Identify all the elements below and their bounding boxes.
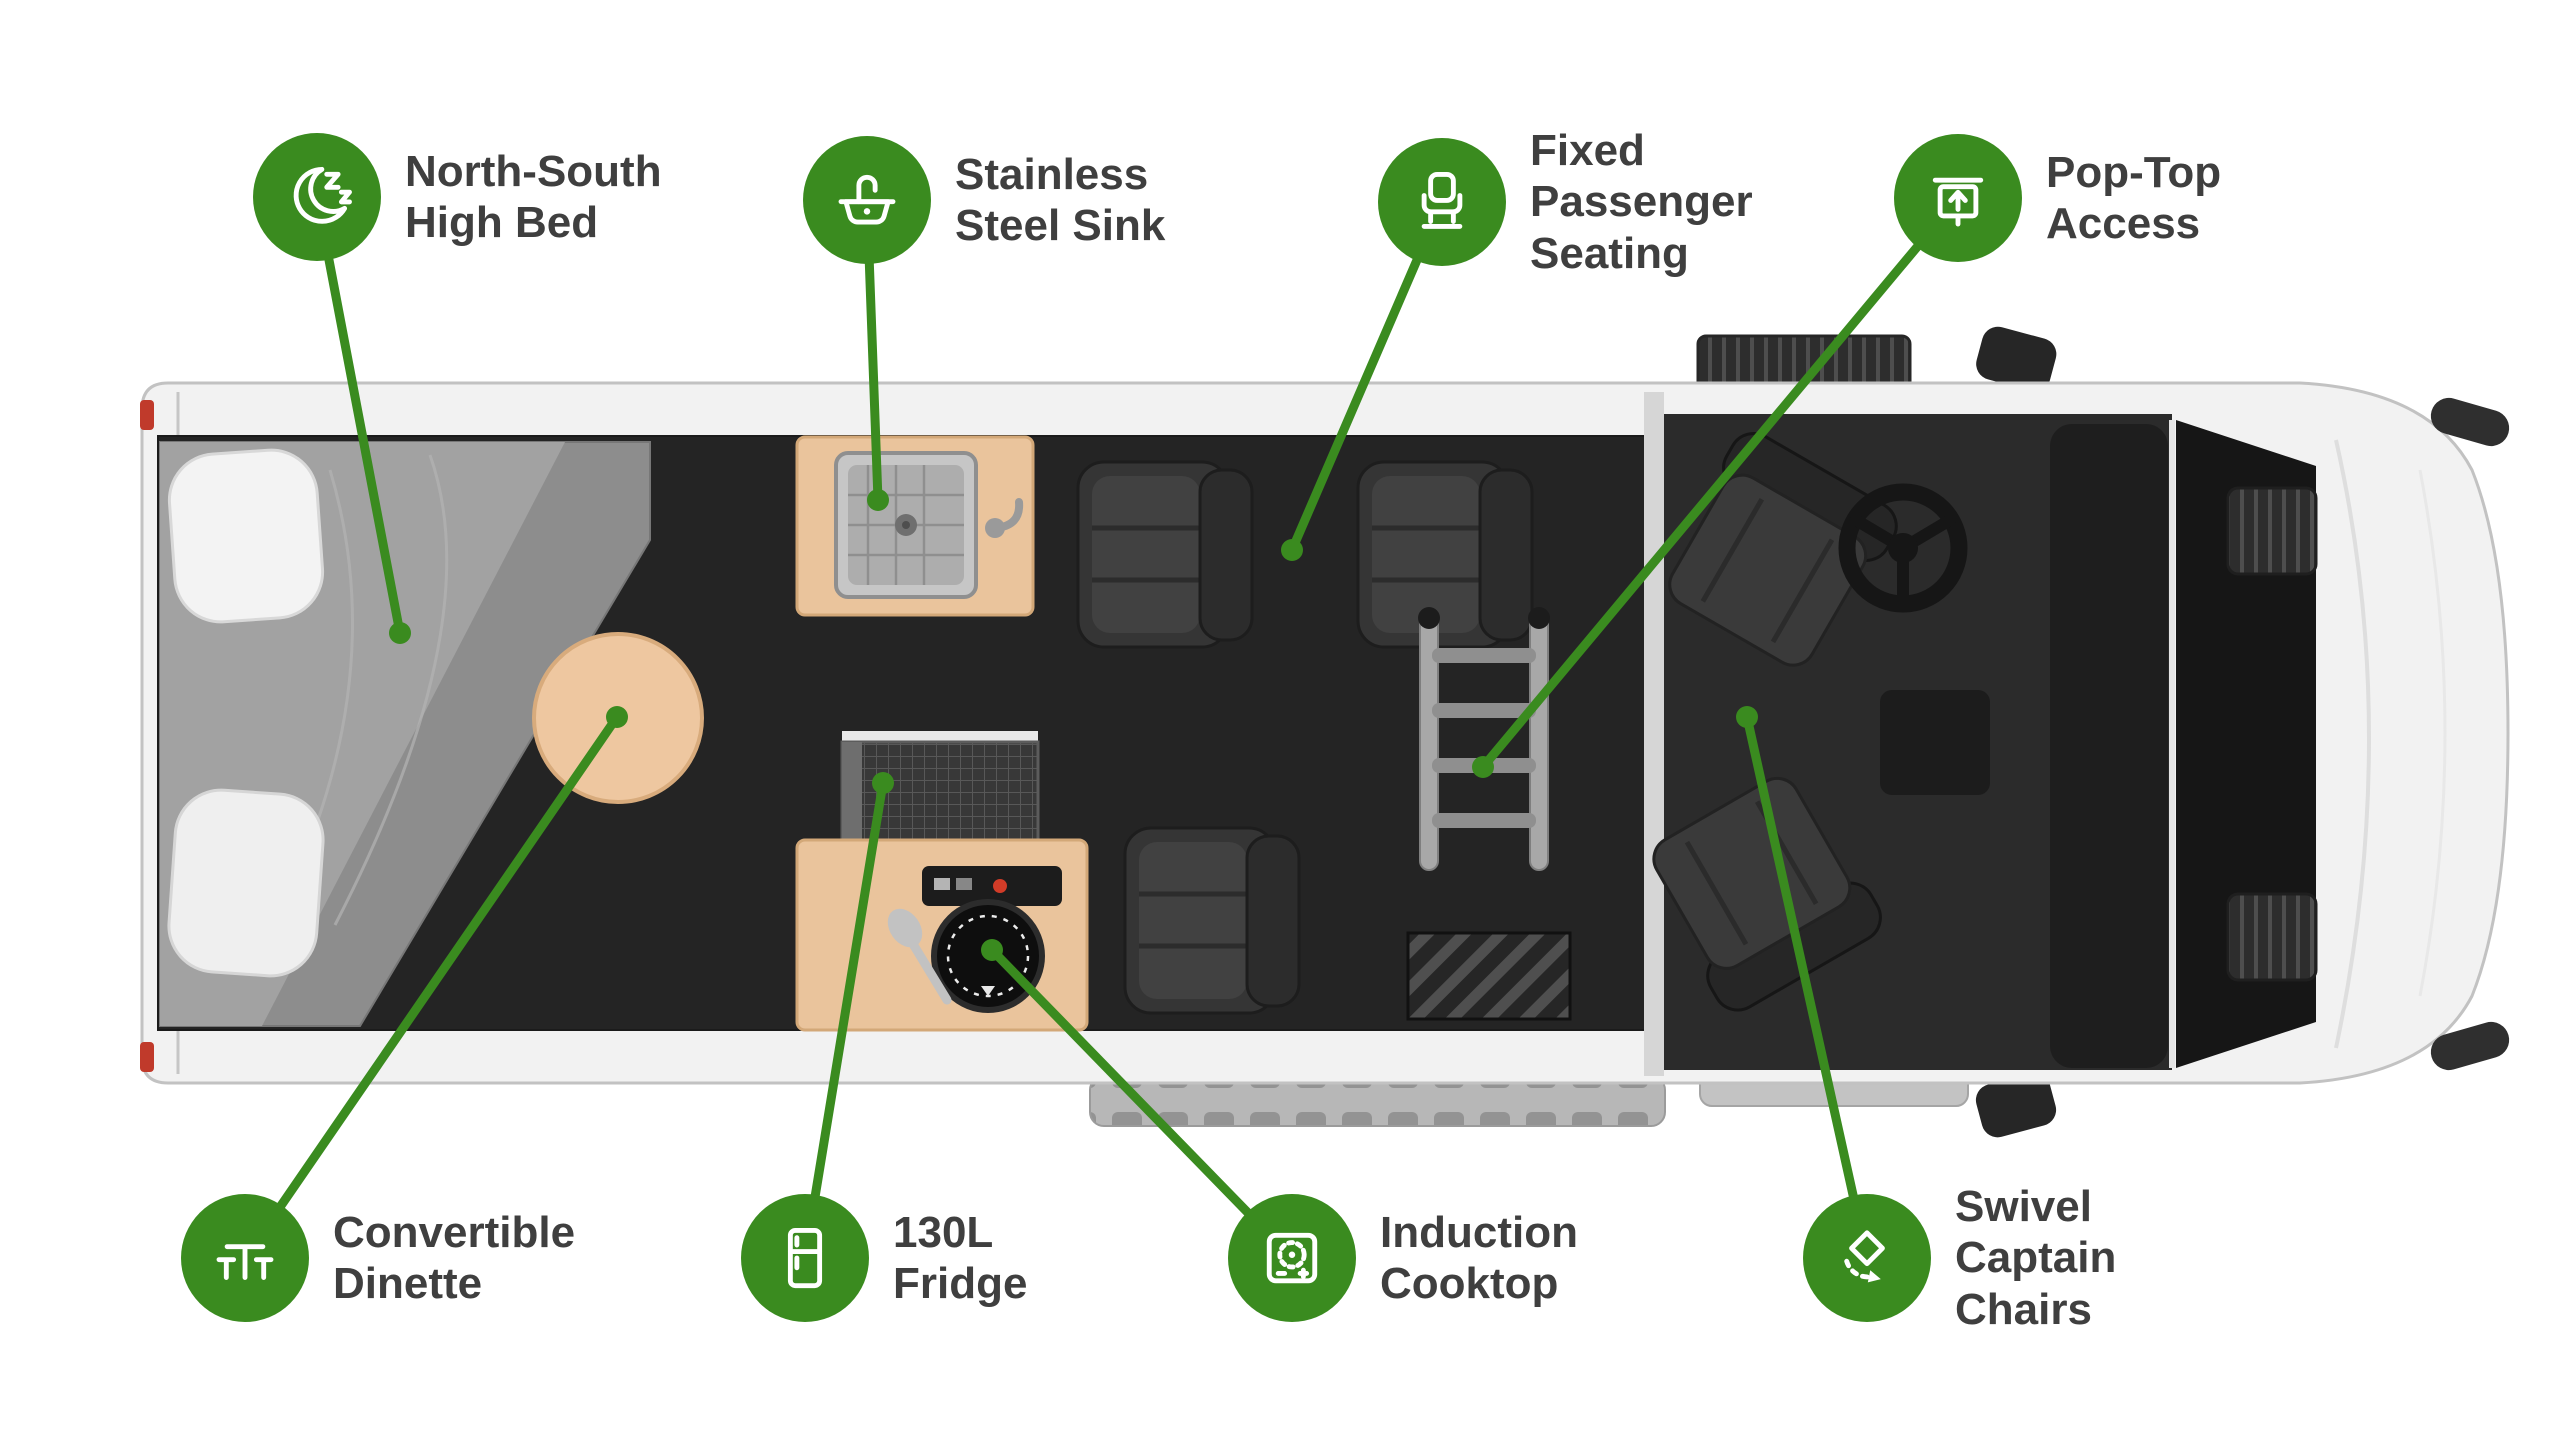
callout-sink: Stainless Steel Sink [803, 136, 1165, 264]
cooktop-control-panel [922, 866, 1062, 906]
sink-icon [803, 136, 931, 264]
target-dot-high-bed [389, 622, 411, 644]
fridge-icon [741, 1194, 869, 1322]
hood-crease [2418, 469, 2447, 997]
headlight-bottom [2430, 1021, 2510, 1071]
target-dot-passenger-seating [1281, 539, 1303, 561]
callout-label-dinette: Convertible Dinette [333, 1207, 576, 1308]
callout-swivel-chairs: Swivel Captain Chairs [1803, 1182, 2116, 1334]
target-dot-dinette [606, 706, 628, 728]
pillow [167, 448, 325, 624]
callout-fridge: 130L Fridge [741, 1194, 1027, 1322]
leader-line-dinette [240, 712, 622, 1263]
passenger-seat-icon [1378, 138, 1506, 266]
tail-light-bottom [140, 1042, 154, 1072]
callout-pop-top: Pop-Top Access [1894, 134, 2221, 262]
pillow [167, 788, 325, 978]
dash-vent-top [2226, 486, 2318, 576]
side-mirror-bottom [1975, 1072, 2057, 1138]
leader-line-high-bed [312, 192, 405, 638]
hood-crease [2334, 439, 2371, 1049]
moon-sleep-icon [253, 133, 381, 261]
callout-label-high-bed: North-South High Bed [405, 146, 662, 247]
center-console [1880, 690, 1990, 795]
leader-line-fridge [800, 778, 888, 1263]
pop-top-arrow-icon [1894, 134, 2022, 262]
dinette-table-icon [181, 1194, 309, 1322]
bed [159, 441, 651, 1027]
target-dot-pop-top [1472, 756, 1494, 778]
side-mirror-top [1976, 326, 2057, 392]
headlight-top [2430, 397, 2510, 447]
leader-line-pop-top [1478, 193, 1963, 772]
leader-line-cooktop [987, 945, 1297, 1263]
sink-faucet [985, 498, 1024, 538]
callout-label-cooktop: Induction Cooktop [1380, 1207, 1578, 1308]
leader-line-swivel-chairs [1742, 712, 1872, 1263]
tail-light-top [140, 400, 154, 430]
callout-label-fridge: 130L Fridge [893, 1207, 1028, 1308]
floor-mat [1406, 931, 1572, 1021]
induction-cooktop-icon [1228, 1194, 1356, 1322]
callout-label-swivel-chairs: Swivel Captain Chairs [1955, 1182, 2117, 1334]
dash-vent-bottom [2226, 892, 2318, 982]
swivel-chair-icon [1803, 1194, 1931, 1322]
callout-dinette: Convertible Dinette [181, 1194, 575, 1322]
dashboard [2050, 424, 2168, 1068]
target-dot-cooktop [981, 939, 1003, 961]
target-dot-fridge [872, 772, 894, 794]
callout-label-pop-top: Pop-Top Access [2046, 147, 2222, 248]
spoon [887, 908, 952, 1005]
callout-cooktop: Induction Cooktop [1228, 1194, 1578, 1322]
target-dot-swivel-chairs [1736, 706, 1758, 728]
callout-high-bed: North-South High Bed [253, 133, 662, 261]
steering-wheel [1838, 483, 1968, 613]
pop-top-ladder [1418, 607, 1550, 871]
callout-label-passenger-seating: Fixed Passenger Seating [1530, 126, 1753, 278]
target-dot-sink [867, 489, 889, 511]
callout-passenger-seating: Fixed Passenger Seating [1378, 126, 1753, 278]
callout-label-sink: Stainless Steel Sink [955, 149, 1166, 250]
